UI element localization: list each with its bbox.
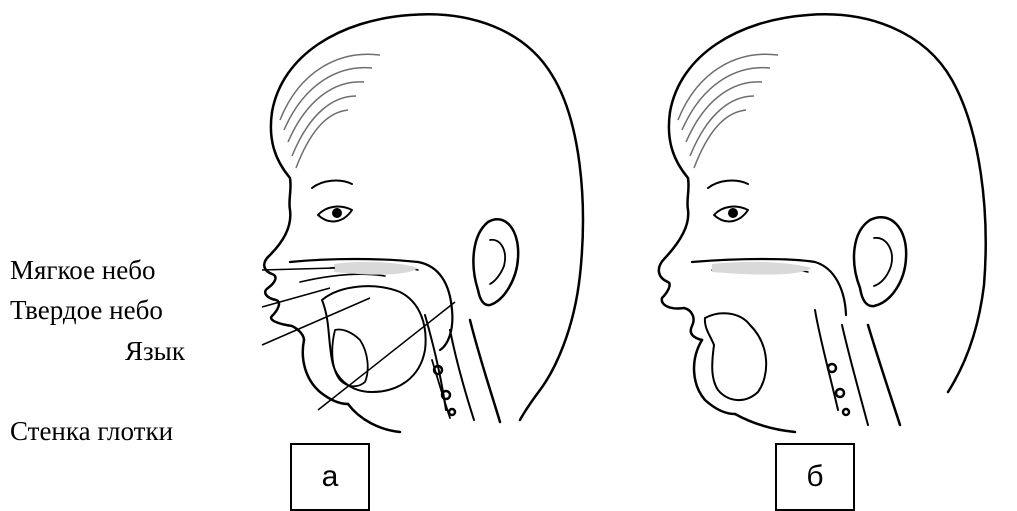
- hair-a: [280, 54, 380, 168]
- label-hard-palate: Твердое небо: [10, 297, 163, 324]
- hair-b: [678, 54, 778, 168]
- leader-pharynx-wall: [318, 302, 455, 410]
- head-b-face-profile: [659, 112, 702, 340]
- head-b-pharynx: [815, 310, 838, 410]
- leader-hard-palate: [262, 288, 330, 307]
- panel-label-a: а: [290, 443, 370, 511]
- label-pharynx-wall: Стенка глотки: [10, 418, 173, 445]
- head-a-chin: [303, 340, 348, 404]
- head-a-ear: [473, 219, 518, 305]
- head-b-outline: [670, 14, 986, 392]
- head-a-outline: [272, 14, 583, 420]
- head-b-palate-fill: [712, 262, 812, 275]
- leader-soft-palate: [262, 268, 335, 270]
- head-b-tongue: [705, 313, 766, 400]
- head-a-palate-fill: [334, 262, 418, 275]
- panel-label-b: б: [775, 443, 855, 511]
- head-a: [264, 14, 583, 432]
- head-a-neck-back: [470, 320, 500, 422]
- head-b-ear: [854, 217, 906, 306]
- label-tongue: Язык: [125, 338, 185, 365]
- label-soft-palate: Мягкое небо: [10, 257, 155, 284]
- head-b-chin: [694, 340, 735, 414]
- head-a-neck-front: [348, 404, 400, 432]
- head-a-face-profile: [264, 112, 304, 340]
